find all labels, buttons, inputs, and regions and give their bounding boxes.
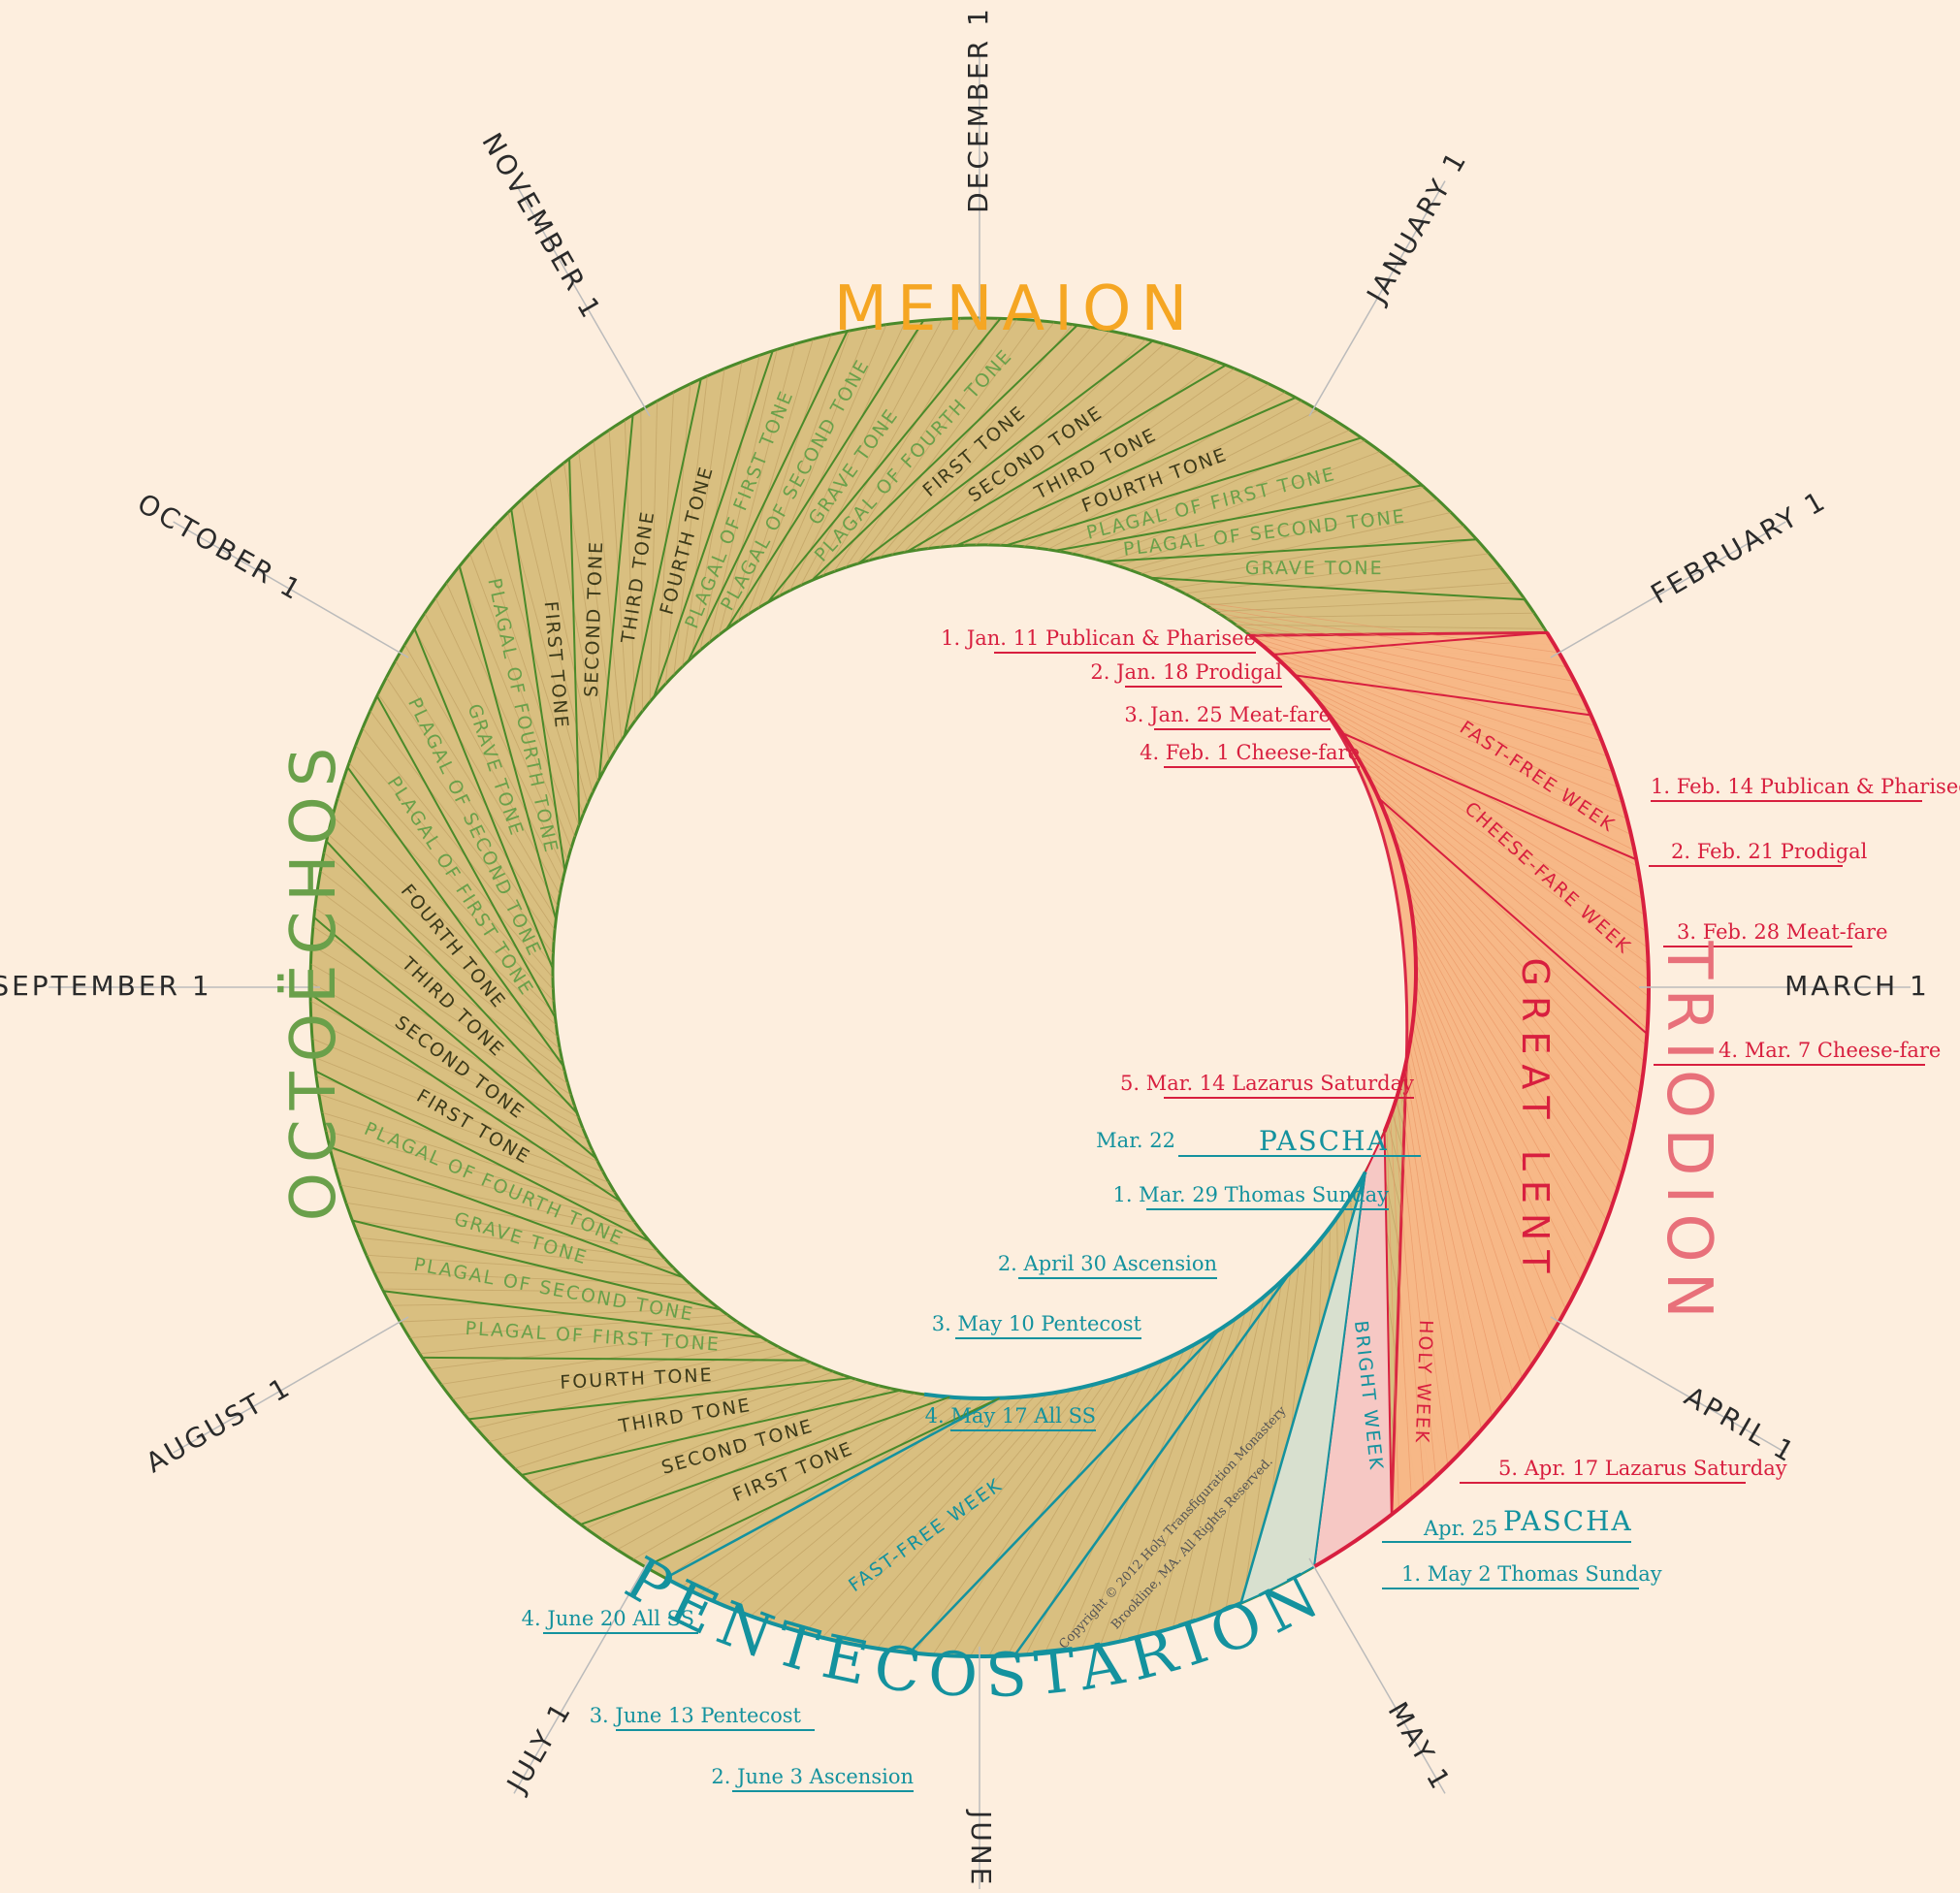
triodion-outer-boundary <box>1312 631 1651 1569</box>
tone-spoke <box>1005 436 1363 547</box>
event-label: 4. May 17 All SS <box>925 1404 1096 1428</box>
tone-label: SECOND TONE <box>581 540 607 698</box>
tone-spoke <box>623 378 702 737</box>
pentecostarion-spoke <box>1239 1171 1367 1604</box>
tone-spoke <box>458 565 558 920</box>
triodion-inner-boundary <box>1248 633 1418 1133</box>
tone-spoke <box>314 1070 651 1242</box>
tone-spoke <box>352 1219 722 1311</box>
month-tick <box>1308 180 1446 417</box>
tone-spoke <box>309 993 622 1203</box>
month-tick <box>1550 1316 1786 1454</box>
tone-spoke <box>653 350 774 698</box>
tone-spoke <box>766 317 1002 604</box>
month-tick <box>513 180 651 417</box>
event-label: 1. Jan. 11 Publican & Pharisee <box>941 626 1256 650</box>
pentecostarion-boundary <box>664 1576 1242 1658</box>
event-labels: 1. Jan. 11 Publican & Pharisee 2. Jan. 18… <box>522 626 1960 1792</box>
pascha-inner-date: Mar. 22 <box>1096 1129 1175 1152</box>
month-label: DECEMBER 1 <box>962 6 994 213</box>
month-tick <box>1550 521 1786 658</box>
month-label: FEBRUARY 1 <box>1646 484 1833 610</box>
great-lent-label: GREAT LENT <box>1514 957 1557 1282</box>
triodion-week-line <box>1294 674 1591 717</box>
pentecostarion-inner-boundary <box>923 1171 1367 1400</box>
month-tick <box>513 1557 651 1794</box>
month-label: JANUARY 1 <box>1360 144 1474 310</box>
tone-spoke <box>597 414 634 780</box>
month-label: MARCH 1 <box>1784 970 1930 1002</box>
tone-spoke <box>313 916 597 1160</box>
tone-spoke <box>1149 576 1526 601</box>
event-label: 4. Mar. 7 Cheese-fare <box>1719 1039 1941 1062</box>
season-regions <box>664 601 1651 1658</box>
triodion-week-line <box>1341 732 1637 861</box>
tone-spoke <box>568 458 581 825</box>
month-label: OCTOBER 1 <box>132 487 308 607</box>
tone-label: GRAVE TONE <box>1245 558 1384 579</box>
month-label: NOVEMBER 1 <box>475 127 608 325</box>
event-label: 4. Feb. 1 Cheese-fare <box>1140 741 1360 764</box>
event-label: 2. April 30 Ascension <box>998 1252 1217 1275</box>
tone-spoke <box>1103 538 1477 563</box>
pascha-outer-date: Apr. 25 <box>1423 1517 1497 1540</box>
tone-spoke <box>346 766 564 1068</box>
triodion-week-line <box>1377 797 1648 1035</box>
tone-spoke <box>906 364 1227 554</box>
event-label: 2. June 3 Ascension <box>711 1765 914 1788</box>
tone-spoke <box>325 840 579 1114</box>
month-label: MAY 1 <box>1382 1696 1459 1796</box>
month-label: SEPTEMBER 1 <box>0 970 212 1002</box>
octoechos-title: OCTOËCHOS <box>277 738 350 1222</box>
event-label: 2. Feb. 21 Prodigal <box>1671 840 1868 863</box>
event-label: 3. May 10 Pentecost <box>932 1312 1142 1335</box>
pascha-inner-name: PASCHA <box>1259 1125 1389 1157</box>
tone-spoke <box>580 1396 950 1525</box>
month-label: JUNE 1 <box>965 1809 997 1889</box>
month-label: JULY 1 <box>499 1695 578 1799</box>
tone-spoke <box>383 1290 762 1339</box>
tone-spoke <box>521 1389 901 1476</box>
pentecostarion-spoke <box>664 1396 1001 1580</box>
menaion-title: MENAION <box>834 273 1197 345</box>
pentecostarion-spoke <box>908 1329 1221 1654</box>
triodion-title: TRIODION <box>1653 940 1724 1328</box>
month-tick <box>173 521 409 658</box>
tone-spoke <box>422 1356 807 1362</box>
tone-spoke <box>687 331 849 662</box>
tone-spoke <box>811 324 1078 582</box>
event-label: 5. Apr. 17 Lazarus Saturday <box>1498 1457 1787 1480</box>
event-label: 5. Mar. 14 Lazarus Saturday <box>1120 1072 1414 1095</box>
event-label: 1. Feb. 14 Publican & Pharisee <box>1651 775 1960 798</box>
event-label: 1. May 2 Thomas Sunday <box>1401 1562 1662 1586</box>
event-label: 2. Jan. 18 Prodigal <box>1090 660 1282 684</box>
month-tick <box>173 1316 409 1454</box>
month-tick <box>1308 1557 1446 1794</box>
tone-spoke <box>329 1145 685 1279</box>
month-label: AUGUST 1 <box>141 1370 298 1479</box>
triodion-week-line <box>1272 631 1548 657</box>
pentecostarion-spoke <box>1013 1272 1291 1656</box>
event-label: 3. Feb. 28 Meat-fare <box>1677 920 1888 944</box>
event-label: 1. Mar. 29 Thomas Sunday <box>1112 1183 1389 1206</box>
event-label: 3. June 13 Pentecost <box>590 1704 802 1727</box>
tone-spoke <box>375 695 557 1019</box>
tone-spoke <box>724 319 925 631</box>
holy-week-label: HOLY WEEK <box>1411 1320 1436 1445</box>
event-label: 4. June 20 All SS <box>522 1607 694 1630</box>
tone-spoke <box>510 508 566 872</box>
tone-spoke <box>1054 484 1423 552</box>
tone-spoke <box>857 339 1154 565</box>
event-label: 3. Jan. 25 Meat-fare <box>1124 703 1331 726</box>
pascha-outer-name: PASCHA <box>1503 1505 1633 1537</box>
tone-spoke <box>413 627 554 970</box>
tone-spoke <box>955 396 1297 547</box>
tone-spoke <box>644 1396 1000 1568</box>
tone-spoke <box>467 1376 853 1421</box>
